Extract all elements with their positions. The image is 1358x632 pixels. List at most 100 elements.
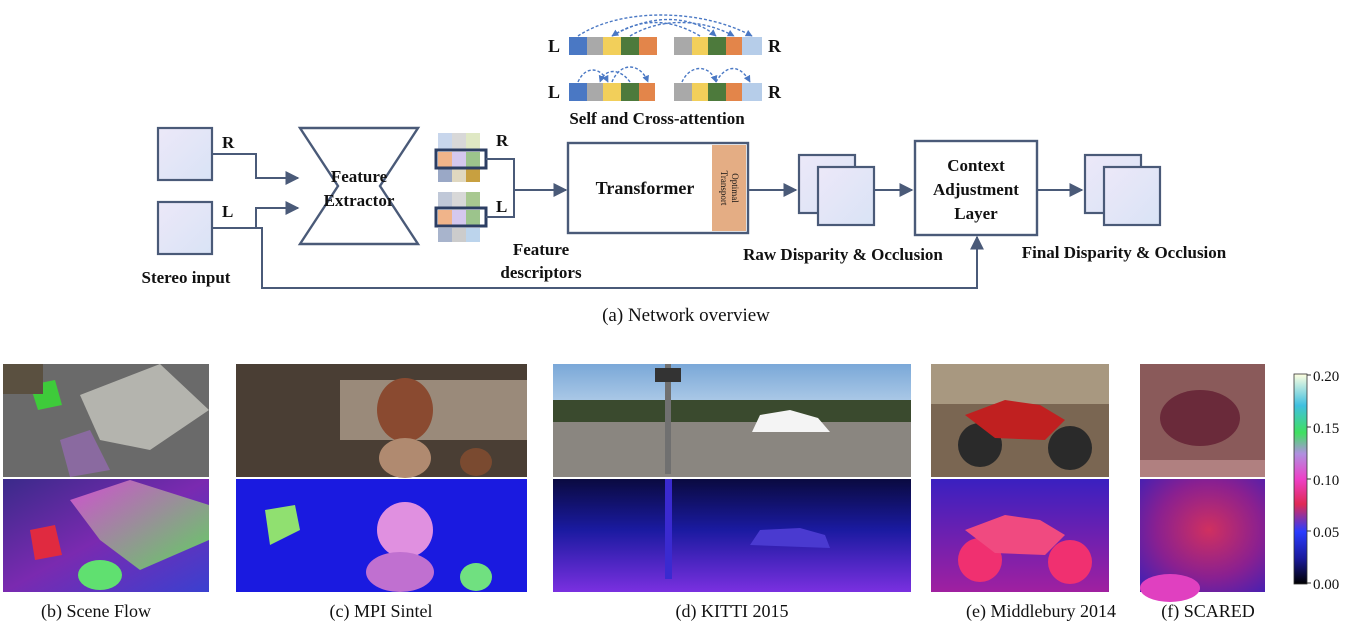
scared-disparity-object: [1140, 574, 1200, 602]
feature-descriptors-line1: Feature: [513, 240, 570, 259]
cell: [466, 228, 480, 242]
feature-descriptor-right: [434, 133, 488, 182]
optimal-transport-label: Optimal Transport: [719, 171, 740, 206]
network-overview: R L Stereo input Feature Extractor: [142, 126, 1227, 326]
descriptor-connectors: [486, 158, 568, 218]
descriptor-r-label: R: [496, 131, 509, 150]
transformer-label: Transformer: [596, 178, 695, 198]
colorbar-tick: 0.05: [1313, 525, 1339, 541]
cell: [466, 168, 480, 182]
cell: [452, 210, 466, 226]
scared-disparity-map: [1140, 479, 1265, 592]
panel-scared: (f) SCARED: [1140, 364, 1265, 622]
colorbar-tick: 0.10: [1313, 473, 1339, 489]
context-layer-line3: Layer: [954, 204, 998, 223]
input-image-left: [156, 200, 214, 256]
sintel-disparity-object: [366, 552, 434, 592]
input-l-label: L: [222, 202, 233, 221]
cell: [466, 152, 480, 168]
attention-arrow: [629, 21, 735, 37]
feature-extractor-line2: Extractor: [324, 191, 395, 210]
panel-scene-flow: (b) Scene Flow: [3, 364, 209, 622]
sintel-disparity-object: [265, 505, 300, 545]
arrow: [212, 201, 300, 229]
token: [726, 37, 742, 55]
token-row-1: [569, 37, 762, 55]
scene-flow-caption: (b) Scene Flow: [41, 601, 151, 622]
cell: [466, 133, 480, 149]
context-layer-line2: Adjustment: [933, 180, 1019, 199]
motorcycle-wheel: [1048, 426, 1092, 470]
motorcycle-disparity-body: [965, 515, 1065, 555]
colorbar-tick: 0.15: [1313, 421, 1339, 437]
middlebury-caption: (e) Middlebury 2014: [966, 601, 1116, 622]
scene-flow-disparity-object: [78, 560, 122, 590]
attention-diagram: L R L R: [548, 14, 782, 128]
descriptor-l-label: L: [496, 197, 507, 216]
attention-row1-right-label: R: [768, 36, 782, 56]
token: [639, 83, 655, 101]
token: [692, 83, 708, 101]
feature-descriptor-left: [434, 192, 488, 242]
attention-row1-left-label: L: [548, 36, 560, 56]
token: [708, 83, 726, 101]
final-output-label: Final Disparity & Occlusion: [1022, 243, 1227, 262]
kitti-traffic-light: [655, 368, 681, 382]
sintel-character: [377, 378, 433, 442]
attention-arrow: [611, 66, 649, 83]
motorcycle-body: [965, 400, 1065, 440]
raw-occlusion-map: [816, 165, 876, 227]
colorbar-tick: 0.00: [1313, 577, 1339, 593]
arrow: [212, 153, 300, 185]
attention-arrow: [598, 70, 631, 83]
kitti-disparity-pole: [665, 479, 672, 579]
feature-extractor-line1: Feature: [331, 167, 388, 186]
attention-arrow: [681, 67, 718, 83]
token: [603, 83, 621, 101]
motorcycle-disparity-wheel: [1048, 540, 1092, 584]
token: [692, 37, 708, 55]
token: [587, 37, 603, 55]
token: [569, 37, 587, 55]
kitti-traffic-pole: [665, 364, 671, 474]
input-r-label: R: [222, 133, 235, 152]
middlebury-background: [931, 364, 1109, 404]
scared-caption: (f) SCARED: [1161, 601, 1255, 622]
panel-mpi-sintel: (c) MPI Sintel: [236, 364, 527, 622]
scene-flow-object: [60, 430, 110, 477]
kitti-disparity-car: [750, 528, 830, 548]
sintel-character: [379, 438, 431, 478]
cell: [452, 192, 466, 208]
token-row-2: [569, 83, 762, 101]
scene-flow-object: [3, 364, 43, 394]
feature-extractor-block: [297, 126, 421, 246]
token: [674, 37, 692, 55]
cell: [438, 133, 452, 149]
scene-flow-object: [80, 364, 209, 450]
attention-caption: Self and Cross-attention: [569, 109, 745, 128]
attention-arrow: [715, 67, 751, 83]
kitti-car: [752, 410, 830, 432]
token: [742, 83, 762, 101]
optimal-transport-line1: Optimal: [730, 173, 740, 203]
input-image-right: [156, 126, 214, 182]
attention-arrow: [577, 14, 753, 37]
sintel-caption: (c) MPI Sintel: [330, 601, 433, 622]
context-adjustment-block: [913, 139, 1039, 237]
sintel-disparity-object: [460, 563, 492, 591]
token: [621, 37, 639, 55]
attention-arrow: [611, 18, 717, 37]
sintel-disparity-object: [377, 502, 433, 558]
kitti-caption: (d) KITTI 2015: [676, 601, 789, 622]
input-connectors: [212, 153, 984, 289]
attention-row2-left-label: L: [548, 82, 560, 102]
token: [569, 83, 587, 101]
token: [726, 83, 742, 101]
token: [621, 83, 639, 101]
token: [587, 83, 603, 101]
scene-flow-disparity-object: [70, 480, 209, 570]
overview-caption: (a) Network overview: [602, 305, 770, 326]
skip-connection-arrow: [256, 227, 984, 289]
cell: [452, 133, 466, 149]
